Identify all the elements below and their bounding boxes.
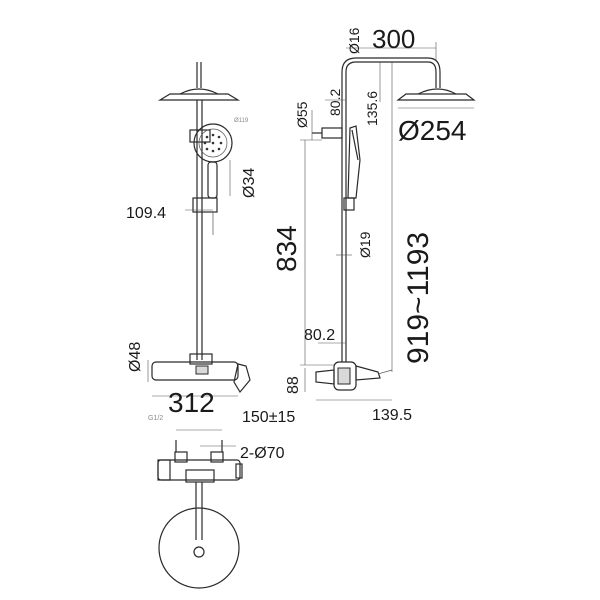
dim-109-4: 109.4: [126, 205, 166, 222]
dim-919-1193: 919~1193: [402, 232, 435, 364]
dim-d19: Ø19: [357, 231, 373, 258]
dim-88: 88: [285, 376, 302, 394]
mixer-valve-front: [151, 361, 239, 381]
rain-head-top-view: [158, 507, 240, 589]
spray-nozzles: [203, 133, 223, 153]
top-view: [157, 440, 243, 589]
rain-shower-head-side: [396, 93, 476, 101]
dim-300: 300: [372, 24, 415, 54]
side-view: [312, 57, 476, 391]
g12-label: G1/2: [148, 415, 163, 422]
upper-bracket: [189, 129, 211, 143]
dim-d34: Ø34: [241, 168, 258, 198]
front-view: G1/2: [148, 62, 251, 422]
dim-150-15: 150±15: [242, 409, 295, 426]
rain-shower-head-front: [157, 93, 241, 101]
hand-shower-side: [347, 125, 361, 199]
dim-80-2-top: 80.2: [327, 89, 343, 116]
dim-135-6: 135.6: [364, 91, 380, 126]
slide-holder: [192, 197, 218, 213]
dim-d55: Ø55: [294, 101, 310, 128]
shower-arm: [345, 61, 437, 88]
dim-d254: Ø254: [398, 115, 467, 146]
mixer-lever-front: [233, 363, 251, 394]
hand-shower-handle: [207, 161, 218, 199]
dimension-labels: Ø16 300 Ø55 80.2 135.6 Ø254 Ø119 Ø34 109…: [126, 24, 467, 462]
dim-80-2-bottom: 80.2: [304, 327, 335, 344]
dim-139-5: 139.5: [372, 407, 412, 424]
dimension-lines: [147, 42, 474, 447]
wall-bracket-side: [321, 127, 343, 139]
dim-d16: Ø16: [346, 27, 362, 54]
dim-d48: Ø48: [127, 342, 144, 372]
dim-2-d70: 2-Ø70: [240, 445, 285, 462]
dim-d119: Ø119: [234, 118, 249, 124]
mixer-lever-side: [355, 365, 381, 381]
dim-834: 834: [271, 225, 302, 272]
dim-312: 312: [168, 387, 215, 418]
